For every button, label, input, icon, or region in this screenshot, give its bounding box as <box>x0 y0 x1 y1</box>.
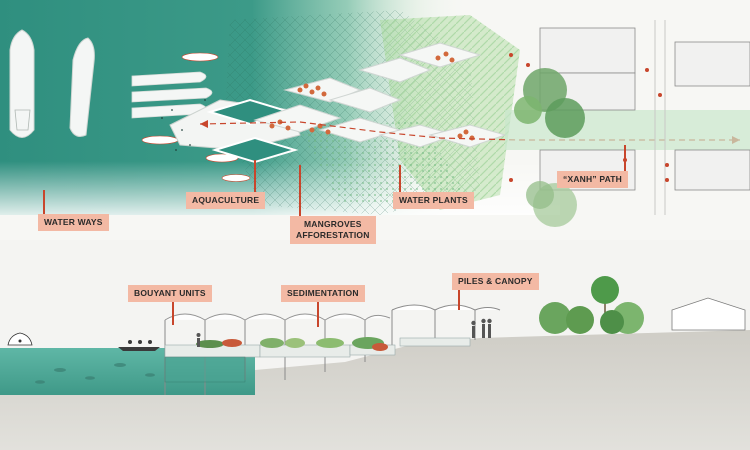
section-plants <box>196 337 388 351</box>
water-markers <box>161 99 206 151</box>
canopy-structures <box>164 304 501 395</box>
aquaculture-cage <box>164 356 246 383</box>
label-water-ways: WATER WAYS <box>38 214 109 231</box>
section-ground <box>0 330 750 450</box>
waterway-boats <box>9 29 95 138</box>
label-aquaculture: AQUACULTURE <box>186 192 266 209</box>
section-building <box>671 297 746 331</box>
riverside-trees <box>514 68 585 227</box>
xanh-path-line <box>199 121 740 141</box>
label-bouyant-units: BOUYANT UNITS <box>128 285 212 302</box>
section-trees <box>539 276 644 334</box>
label-mangroves-afforestation: MANGROVES AFFORESTATION <box>290 216 376 244</box>
canoe-people <box>118 340 160 351</box>
section-platforms <box>164 337 471 358</box>
small-boat <box>7 332 33 346</box>
label-water-plants: WATER PLANTS <box>393 192 474 209</box>
label-piles-canopy: PILES & CANOPY <box>452 273 539 290</box>
label-xanh-path: “XANH” PATH <box>557 171 629 188</box>
bank-people <box>196 318 492 347</box>
label-sedimentation: SEDIMENTATION <box>281 285 365 302</box>
fish <box>35 363 155 384</box>
xanh-path-band <box>505 110 750 150</box>
floating-platforms <box>169 42 507 164</box>
